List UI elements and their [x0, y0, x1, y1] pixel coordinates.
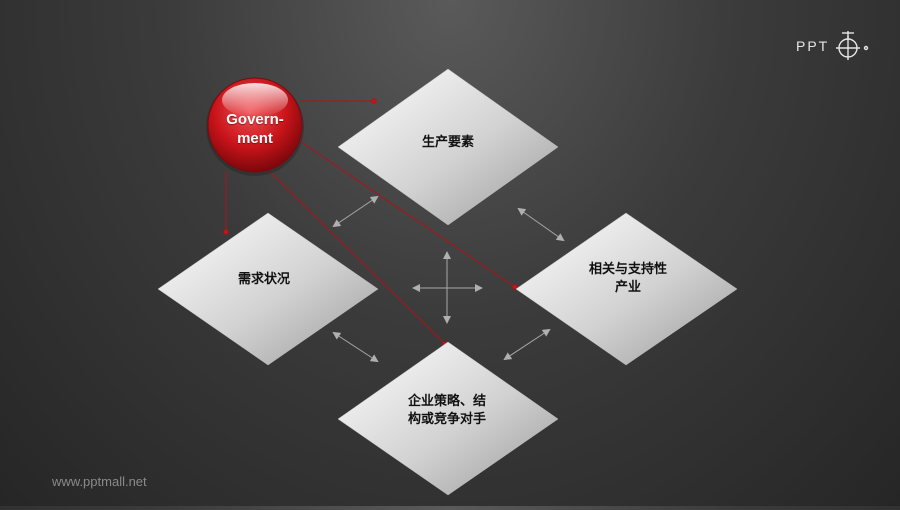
connector-dot-right: [512, 284, 518, 290]
diamond-top-label: 生产要素: [421, 135, 474, 150]
arrow-bottom-right: [503, 328, 551, 361]
diamond-right: [515, 212, 738, 366]
footer-url[interactable]: www.pptmall.net: [52, 474, 147, 489]
diamond-left-label: 需求状况: [237, 272, 290, 287]
relation-arrows: [332, 195, 565, 363]
diamond-top: [337, 68, 559, 226]
connector-to-right: [297, 139, 516, 288]
arrow-top-right: [517, 207, 565, 242]
connector-dot-left: [223, 229, 229, 235]
arrow-bottom-left: [332, 331, 379, 363]
government-connectors: [223, 98, 518, 347]
logo-text: PPT: [796, 38, 830, 54]
government-sphere: [206, 77, 304, 176]
logo-icon: [836, 31, 869, 60]
sphere-highlight: [222, 83, 288, 117]
connector-dot-top: [371, 98, 377, 104]
diamond-bottom: [337, 341, 559, 496]
diamond-bottom-label: 企业策略、结 构或竞争对手: [407, 394, 486, 427]
connector-to-bottom: [269, 171, 446, 345]
government-label: Govern- ment: [226, 111, 284, 147]
arrow-top-left: [332, 195, 379, 228]
diamond-right-label: 相关与支持性 产业: [588, 262, 667, 295]
diamond-left: [157, 212, 379, 366]
